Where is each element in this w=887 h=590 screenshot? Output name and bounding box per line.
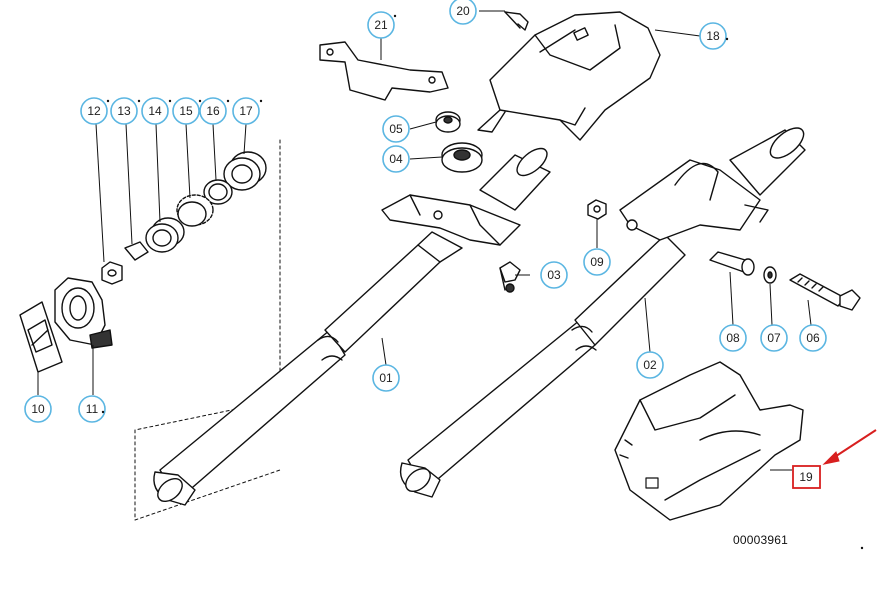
svg-text:19: 19 (799, 470, 813, 484)
callout-12: 12 (80, 97, 108, 125)
callout-18: 18 (699, 22, 727, 50)
svg-text:04: 04 (389, 152, 403, 166)
arrow-icon (822, 429, 877, 465)
callout-10: 10 (24, 395, 52, 423)
callout-09: 09 (583, 248, 611, 276)
svg-text:14: 14 (148, 104, 162, 118)
callout-04: 04 (382, 145, 410, 173)
sleeve-08 (709, 251, 755, 276)
column-bracket (381, 194, 521, 246)
callout-08: 08 (719, 324, 747, 352)
rubber-mount-04 (441, 142, 483, 173)
clip-13 (124, 241, 149, 261)
leader-lines (37, 10, 812, 471)
callout-17: 17 (232, 97, 260, 125)
highlighted-callout-19: 19 (792, 465, 821, 489)
callout-13: 13 (110, 97, 138, 125)
callout-21: 21 (367, 11, 395, 39)
callout-16: 16 (199, 97, 227, 125)
svg-text:09: 09 (590, 255, 604, 269)
svg-text:12: 12 (87, 104, 101, 118)
callout-14: 14 (141, 97, 169, 125)
svg-text:10: 10 (31, 402, 45, 416)
reference-code: 00003961 (733, 533, 788, 547)
callouts: 01 02 03 04 05 06 07 08 09 10 11 12 13 1… (24, 0, 827, 423)
callout-01: 01 (372, 364, 400, 392)
callout-20: 20 (449, 0, 477, 25)
svg-text:11: 11 (86, 402, 99, 416)
svg-text:03: 03 (547, 268, 561, 282)
upper-housing (619, 127, 806, 241)
sleeve-14 (145, 217, 185, 253)
ring-16 (203, 179, 233, 205)
callout-06: 06 (799, 324, 827, 352)
bushing-05 (435, 111, 461, 133)
svg-text:17: 17 (239, 104, 253, 118)
svg-text:13: 13 (117, 104, 131, 118)
svg-text:02: 02 (643, 358, 657, 372)
svg-text:06: 06 (806, 331, 820, 345)
svg-text:15: 15 (179, 104, 193, 118)
callout-05: 05 (382, 115, 410, 143)
steering-column-01 (153, 231, 463, 506)
plate-10 (19, 301, 63, 373)
svg-text:07: 07 (767, 331, 781, 345)
upper-shroud-18 (477, 11, 661, 141)
bearing-ring-17 (223, 151, 267, 191)
callout-02: 02 (636, 351, 664, 379)
callout-03: 03 (540, 261, 568, 289)
tick-marks (101, 14, 864, 550)
svg-text:08: 08 (726, 331, 740, 345)
callout-15: 15 (172, 97, 200, 125)
screw-03 (499, 261, 521, 293)
callout-07: 07 (760, 324, 788, 352)
washer-07 (763, 266, 777, 284)
nut-12 (101, 261, 123, 285)
svg-text:21: 21 (374, 18, 388, 32)
svg-text:20: 20 (456, 4, 470, 18)
bolt-06 (789, 273, 861, 311)
nut-09 (587, 199, 607, 220)
svg-text:01: 01 (379, 371, 393, 385)
svg-text:05: 05 (389, 122, 403, 136)
svg-text:16: 16 (206, 104, 220, 118)
svg-text:18: 18 (706, 29, 720, 43)
bearing-15 (176, 194, 214, 227)
lower-shroud-19 (614, 361, 804, 521)
steering-column-02 (399, 234, 686, 498)
callout-11: 11 (78, 395, 106, 423)
screw-20 (504, 11, 529, 31)
lock-housing-11 (54, 277, 113, 349)
upper-shaft (479, 147, 551, 211)
bracket-21 (319, 41, 449, 101)
